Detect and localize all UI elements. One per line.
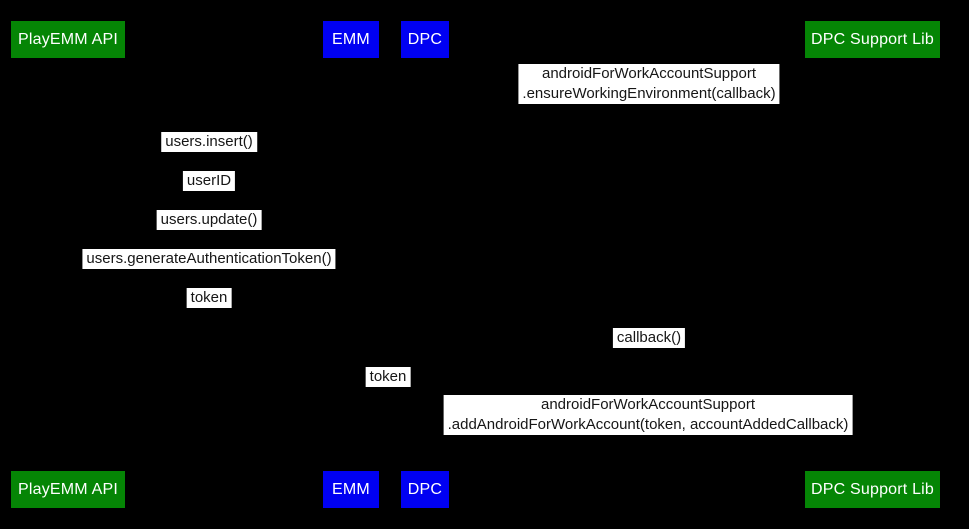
message-line: .addAndroidForWorkAccount(token, account… <box>447 416 849 433</box>
message-add-android-for-work-account: androidForWorkAccountSupport .addAndroid… <box>443 395 853 435</box>
participant-emm-top: EMM <box>323 21 379 58</box>
participant-label: DPC Support Lib <box>810 30 935 48</box>
participant-emm-bottom: EMM <box>323 471 379 508</box>
participant-playemm-api-bottom: PlayEMM API <box>11 471 125 508</box>
participant-label: DPC Support Lib <box>810 480 935 498</box>
message-ensure-working-environment: androidForWorkAccountSupport .ensureWork… <box>518 64 780 104</box>
participant-dpc-support-lib-bottom: DPC Support Lib <box>805 471 940 508</box>
participant-dpc-top: DPC <box>401 21 449 58</box>
participant-label: EMM <box>332 480 370 498</box>
participant-label: DPC <box>407 480 443 498</box>
message-line: androidForWorkAccountSupport <box>541 65 756 82</box>
message-token-to-dpc: token <box>365 367 411 387</box>
message-users-insert: users.insert() <box>161 132 257 152</box>
message-line: androidForWorkAccountSupport <box>541 396 755 413</box>
participant-label: DPC <box>407 30 443 48</box>
participant-dpc-support-lib-top: DPC Support Lib <box>805 21 940 58</box>
participant-label: PlayEMM API <box>17 480 118 498</box>
participant-label: PlayEMM API <box>17 30 118 48</box>
participant-playemm-api-top: PlayEMM API <box>11 21 125 58</box>
message-users-generate-authentication-token: users.generateAuthenticationToken() <box>82 249 336 269</box>
message-user-id: userID <box>182 171 236 191</box>
message-line: .ensureWorkingEnvironment(callback) <box>522 85 776 102</box>
participant-label: EMM <box>332 30 370 48</box>
message-users-update: users.update() <box>156 210 262 230</box>
message-token-to-playemm: token <box>186 288 232 308</box>
message-callback: callback() <box>612 328 686 348</box>
participant-dpc-bottom: DPC <box>401 471 449 508</box>
